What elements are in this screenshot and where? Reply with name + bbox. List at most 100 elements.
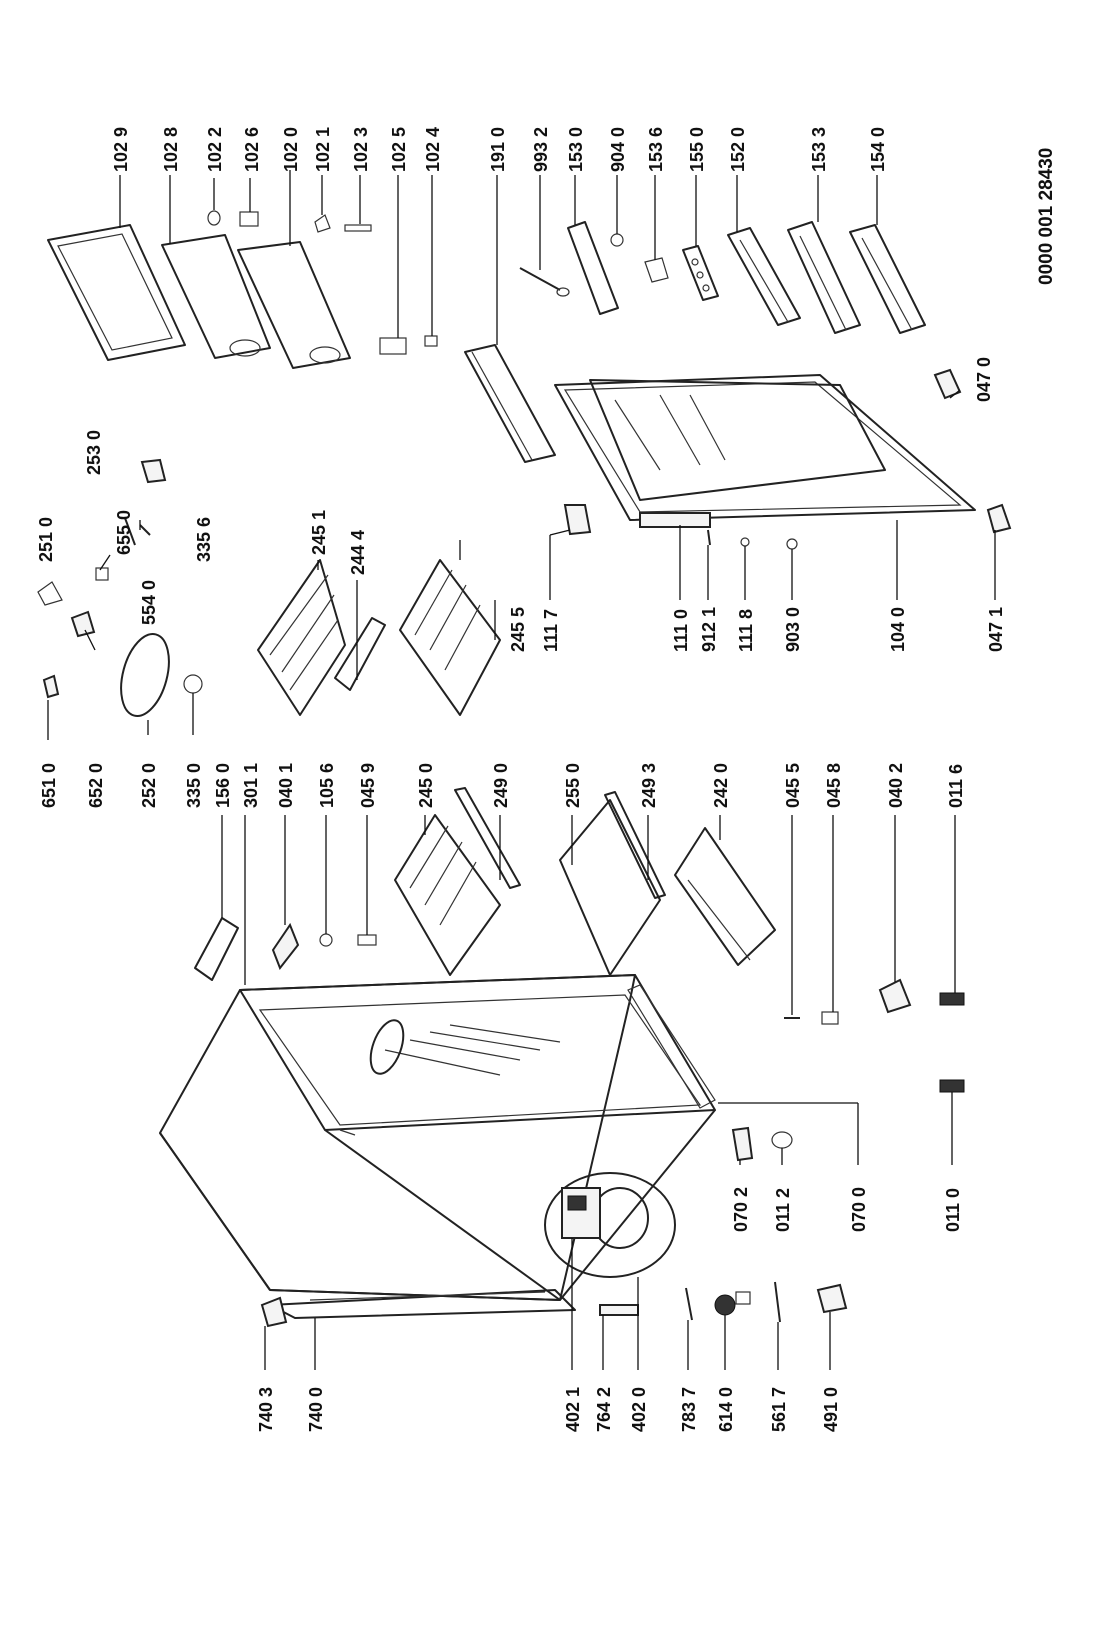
part-335-6-drawing [139, 524, 151, 536]
label-245-5: 245 5 [508, 607, 528, 652]
part-245-0-drawing [394, 814, 501, 976]
label-554-0: 554 0 [139, 580, 159, 625]
label-070-2: 070 2 [731, 1187, 751, 1232]
label-253-0: 253 0 [84, 430, 104, 475]
label-011-0: 011 0 [943, 1188, 963, 1232]
label-740-0: 740 0 [306, 1387, 326, 1432]
label-011-6: 011 6 [946, 764, 966, 808]
label-104-0: 104 0 [888, 607, 908, 652]
part-047-1-drawing [986, 503, 1012, 534]
label-040-1: 040 1 [276, 763, 296, 808]
label-047-0: 047 0 [974, 357, 994, 402]
part-245-5-drawing [399, 559, 501, 716]
part-labels: 102 9 102 8 102 2 102 6 102 0 102 1 102 … [36, 127, 1006, 1432]
part-102-4-drawing [424, 335, 438, 347]
label-335-6: 335 6 [194, 517, 214, 562]
label-153-0: 153 0 [566, 127, 586, 172]
part-255-0-drawing [559, 799, 661, 976]
part-102-2-drawing [207, 210, 221, 226]
part-102-3-drawing [344, 224, 372, 232]
label-402-0: 402 0 [629, 1387, 649, 1432]
label-045-9: 045 9 [358, 763, 378, 808]
part-111-8-drawing [740, 537, 750, 547]
part-561-7-drawing [774, 1281, 781, 1323]
part-249-0-drawing [454, 787, 521, 889]
part-402-0-compressor-drawing [544, 1172, 676, 1278]
label-912-1: 912 1 [699, 607, 719, 652]
label-156-0: 156 0 [213, 763, 233, 808]
part-904-0-drawing [610, 233, 624, 247]
part-102-1-drawing [314, 214, 331, 233]
part-783-7-drawing [685, 1287, 693, 1321]
part-102-6-drawing [239, 211, 259, 227]
part-153-6-drawing [644, 257, 669, 283]
label-102-5: 102 5 [389, 127, 409, 172]
label-011-2: 011 2 [773, 1188, 793, 1232]
part-105-6-drawing [319, 933, 333, 947]
part-652-0-drawing [70, 610, 96, 638]
part-045-8-drawing [821, 1011, 839, 1025]
part-614-0-drawing [714, 1291, 751, 1316]
part-047-0-drawing [933, 368, 962, 400]
label-045-8: 045 8 [824, 763, 844, 808]
label-244-4: 244 4 [348, 530, 368, 575]
label-045-5: 045 5 [783, 763, 803, 808]
label-561-7: 561 7 [769, 1387, 789, 1432]
part-301-1-cabinet-drawing [159, 974, 716, 1301]
part-554-0-drawing [95, 567, 109, 581]
part-104-0-door-drawing [554, 374, 976, 521]
part-252-0-drawing [120, 633, 170, 717]
label-335-0: 335 0 [184, 763, 204, 808]
part-011-2-drawing [771, 1131, 793, 1149]
part-155-0-drawing [682, 245, 719, 301]
label-249-3: 249 3 [639, 763, 659, 808]
label-102-8: 102 8 [161, 127, 181, 172]
label-152-0: 152 0 [728, 127, 748, 172]
label-102-6: 102 6 [242, 127, 262, 172]
part-491-0-drawing [816, 1283, 848, 1314]
part-011-6-drawing [939, 992, 965, 1006]
label-102-1: 102 1 [313, 127, 333, 172]
part-040-2-drawing [878, 978, 912, 1014]
label-249-0: 249 0 [491, 763, 511, 808]
leader-lines [47, 170, 996, 1370]
label-102-3: 102 3 [351, 127, 371, 172]
label-105-6: 105 6 [317, 763, 337, 808]
label-040-2: 040 2 [886, 763, 906, 808]
label-904-0: 904 0 [608, 127, 628, 172]
part-153-0-drawing [567, 221, 619, 315]
label-251-0: 251 0 [36, 517, 56, 562]
part-070-2-drawing [731, 1126, 754, 1162]
part-244-4-drawing [334, 617, 386, 691]
label-102-0: 102 0 [281, 127, 301, 172]
part-245-1-drawing [257, 559, 346, 716]
label-402-1: 402 1 [563, 1387, 583, 1432]
label-102-2: 102 2 [205, 127, 225, 172]
part-102-5-drawing [379, 337, 407, 355]
label-155-0: 155 0 [687, 127, 707, 172]
label-102-4: 102 4 [423, 127, 443, 172]
label-252-0: 252 0 [139, 763, 159, 808]
part-153-3-drawing [787, 221, 861, 334]
label-111-8: 111 8 [736, 609, 756, 652]
label-070-0: 070 0 [849, 1187, 869, 1232]
label-111-7: 111 7 [541, 609, 561, 652]
part-040-1-drawing [271, 922, 300, 970]
label-191-0: 191 0 [488, 127, 508, 172]
label-764-2: 764 2 [594, 1387, 614, 1432]
label-047-1: 047 1 [986, 607, 1006, 652]
part-903-0-drawing [786, 538, 798, 550]
part-740-3-drawing [260, 1296, 288, 1328]
label-651-0: 651 0 [39, 763, 59, 808]
label-245-1: 245 1 [309, 510, 329, 555]
label-783-7: 783 7 [679, 1387, 699, 1432]
part-912-1-drawing [707, 529, 711, 546]
part-249-3-drawing [604, 791, 666, 899]
part-102-0-shelf-drawing [237, 241, 351, 369]
part-651-0-drawing [42, 674, 60, 699]
label-255-0: 255 0 [563, 763, 583, 808]
label-301-1: 301 1 [241, 763, 261, 808]
part-111-0-drawing [639, 512, 711, 528]
label-614-0: 614 0 [716, 1387, 736, 1432]
